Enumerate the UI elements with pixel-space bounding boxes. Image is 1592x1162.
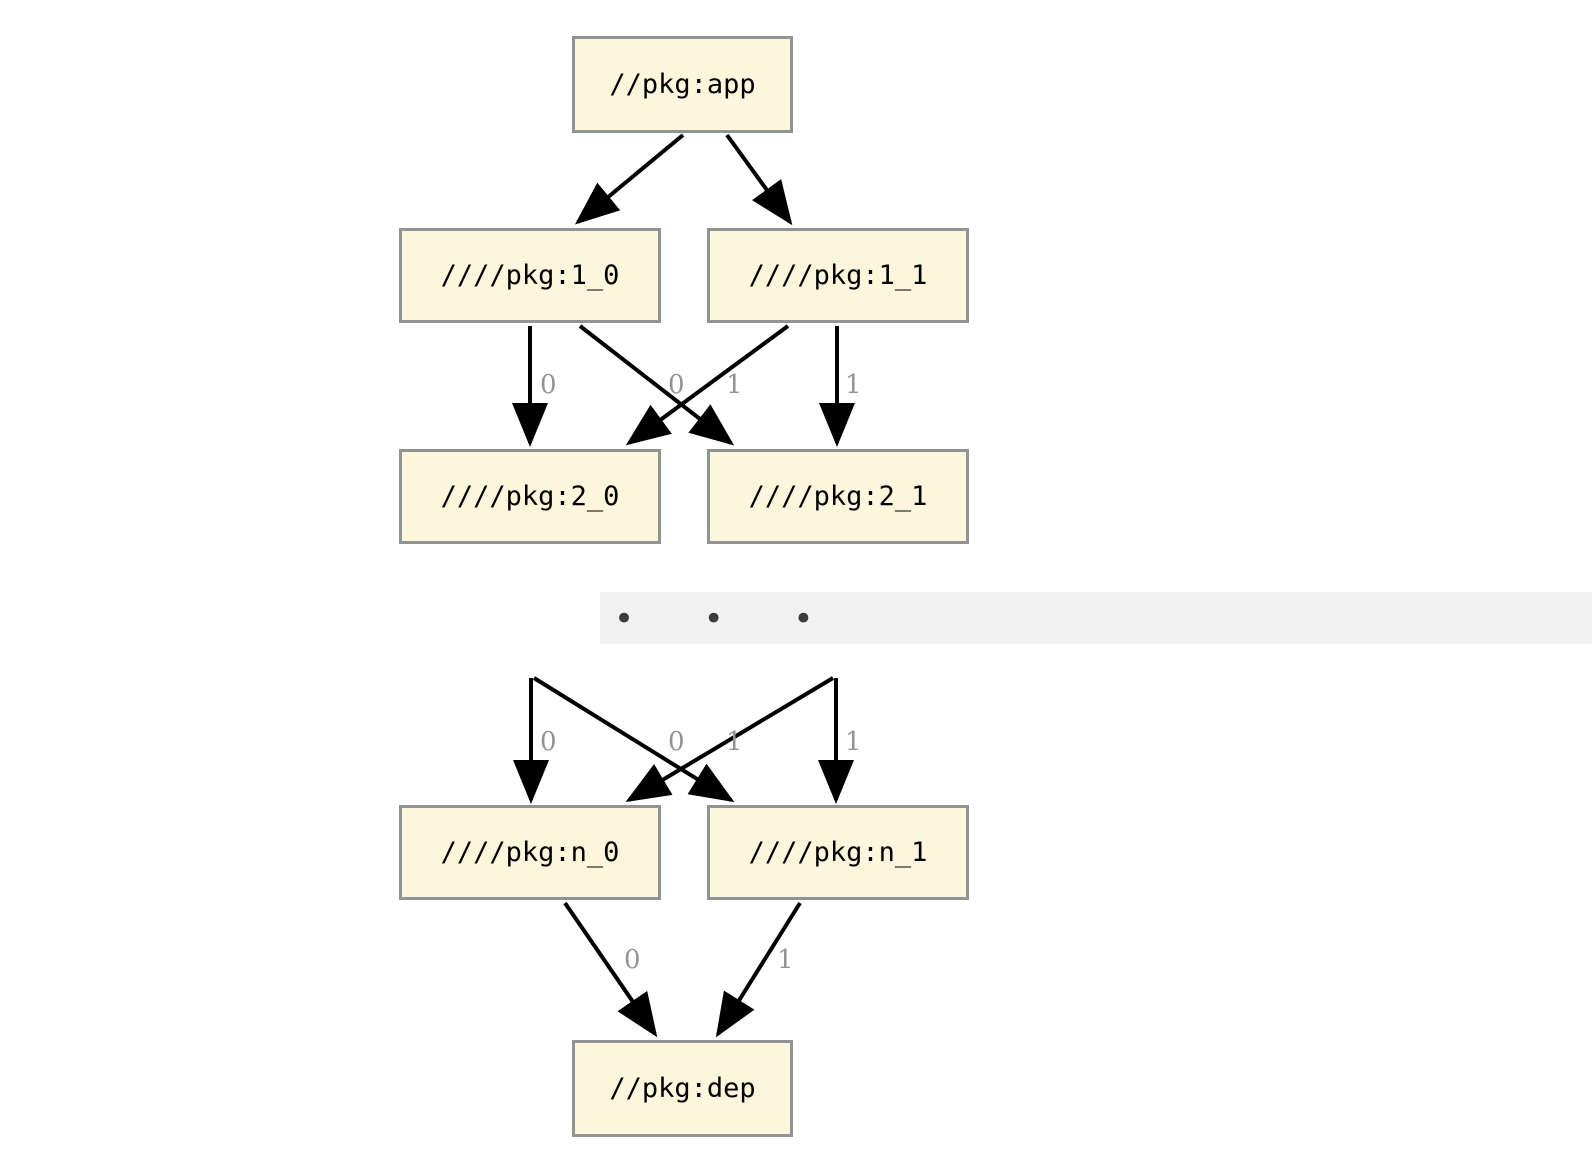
edge-label: 1 [777,945,794,975]
node-app[interactable]: //pkg:app [572,36,793,133]
edge-arrow [574,133,685,225]
edge-label: 0 [668,370,685,400]
edge-label: 1 [726,370,743,400]
edge-label: 1 [845,370,862,400]
node-label: ////pkg:n_0 [440,837,620,868]
edge-label: 0 [668,727,685,757]
node-label: //pkg:app [609,69,756,100]
edge-label: 0 [624,945,641,975]
edge-arrow [725,133,793,226]
node-label: ////pkg:2_0 [440,481,620,512]
node-label: ////pkg:2_1 [748,481,928,512]
ellipsis-separator-band: • • • [600,592,1592,644]
edge-arrow [715,901,802,1038]
node-label: ////pkg:1_0 [440,260,620,291]
node-l2_0[interactable]: ////pkg:2_0 [399,449,661,544]
node-ln_1[interactable]: ////pkg:n_1 [707,805,969,900]
edge-arrow [563,901,658,1038]
edge-arrow [532,676,735,803]
edge-label: 1 [845,727,862,757]
edge-arrow [578,324,735,446]
edge-label: 0 [540,370,557,400]
node-l1_1[interactable]: ////pkg:1_1 [707,228,969,323]
node-dep[interactable]: //pkg:dep [572,1040,793,1137]
node-label: //pkg:dep [609,1073,756,1104]
ellipsis-dots: • • • [614,599,830,639]
node-label: ////pkg:1_1 [748,260,928,291]
edge-arrow [625,676,835,803]
edge-label: 0 [540,727,557,757]
edge-label: 1 [726,727,743,757]
node-l1_0[interactable]: ////pkg:1_0 [399,228,661,323]
node-l2_1[interactable]: ////pkg:2_1 [707,449,969,544]
node-label: ////pkg:n_1 [748,837,928,868]
edge-lines [512,133,855,1038]
node-ln_0[interactable]: ////pkg:n_0 [399,805,661,900]
edge-arrow [625,324,790,446]
